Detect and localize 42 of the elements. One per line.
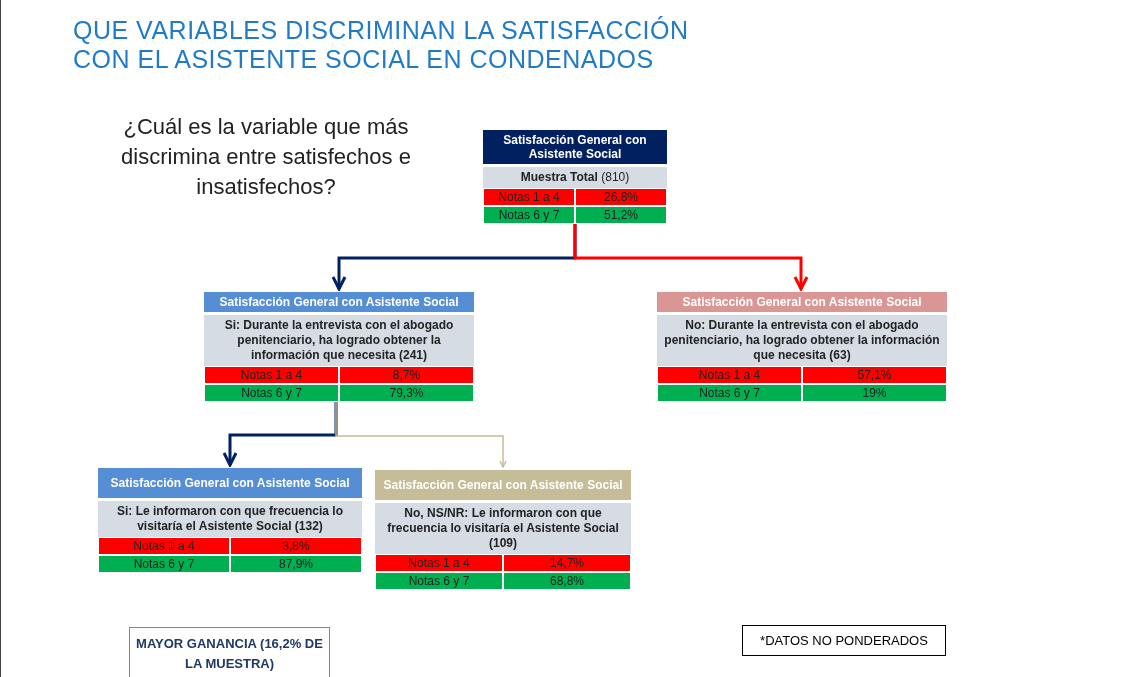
- title: QUE VARIABLES DISCRIMINAN LA SATISFACCIÓN CON EL ASISTENTE SOCIAL EN CONDENADOS: [73, 16, 690, 74]
- table-subtitle: Si: Le informaron con que frecuencia lo visitaría el Asistente Social (132): [98, 501, 362, 537]
- result-table: [375, 470, 631, 590]
- question-text: ¿Cuál es la variable que más discrimina entre satisfechos e insatisfechos?: [120, 113, 412, 201]
- result-table: [657, 292, 947, 402]
- category-cell: Notas 6 y 7: [204, 384, 339, 402]
- category-cell: Notas 1 a 4: [483, 188, 575, 206]
- value-cell: 51,2%: [575, 206, 667, 224]
- value-cell: 87,9%: [230, 555, 362, 573]
- table-header: Satisfacción General con Asistente Social: [98, 468, 362, 498]
- value-cell: 19%: [802, 384, 947, 402]
- table-subtitle: No, NS/NR: Le informaron con que frecuencia lo visitaría el Asistente Social (109): [375, 503, 631, 554]
- category-cell: Notas 1 a 4: [375, 554, 503, 572]
- category-cell: Notas 1 a 4: [98, 537, 230, 555]
- category-cell: Notas 1 a 4: [657, 366, 802, 384]
- arrow: [222, 402, 338, 467]
- footnote-box: *DATOS NO PONDERADOS: [742, 625, 946, 656]
- result-table: [204, 292, 474, 402]
- result-table: [483, 130, 667, 224]
- value-cell: 14,7%: [503, 554, 631, 572]
- table-header: Satisfacción General con Asistente Social: [657, 292, 947, 312]
- table-subtitle: Muestra Total (810): [483, 167, 667, 188]
- arrow: [573, 224, 809, 291]
- note-box: MAYOR GANANCIA (16,2% DE LA MUESTRA): [129, 627, 330, 677]
- arrow: [335, 401, 507, 468]
- value-cell: 68,8%: [503, 572, 631, 590]
- table-subtitle: No: Durante la entrevista con el abogado penitenciario, ha logrado obtener la información que necesita (63): [657, 315, 947, 366]
- value-cell: 8,7%: [339, 366, 474, 384]
- category-cell: Notas 1 a 4: [204, 366, 339, 384]
- category-cell: Notas 6 y 7: [375, 572, 503, 590]
- value-cell: 79,3%: [339, 384, 474, 402]
- table-header: Satisfacción General con Asistente Social: [204, 292, 474, 312]
- value-cell: 26,8%: [575, 188, 667, 206]
- value-cell: 57,1%: [802, 366, 947, 384]
- value-cell: 3,8%: [230, 537, 362, 555]
- result-table: [98, 468, 362, 573]
- table-header: Satisfacción General con Asistente Social: [483, 130, 667, 164]
- category-cell: Notas 6 y 7: [483, 206, 575, 224]
- table-header: Satisfacción General con Asistente Social: [375, 470, 631, 500]
- category-cell: Notas 6 y 7: [98, 555, 230, 573]
- table-subtitle: Si: Durante la entrevista con el abogado penitenciario, ha logrado obtener la información que necesita (241): [204, 315, 474, 366]
- category-cell: Notas 6 y 7: [657, 384, 802, 402]
